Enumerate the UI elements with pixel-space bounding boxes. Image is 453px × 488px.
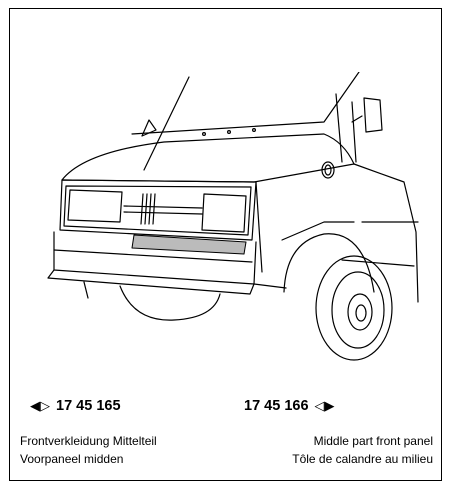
part-number-left-value: 17 45 165: [56, 398, 121, 414]
description-right: Middle part front panel Tôle de calandre…: [292, 432, 433, 468]
orientation-symbol-left: ◀▷: [30, 398, 50, 413]
highlighted-middle-panel: [131, 234, 247, 255]
van-front-illustration: [47, 72, 419, 361]
part-number-right: 17 45 166 ◁▶: [238, 398, 335, 414]
part-number-left: ◀▷ 17 45 165: [30, 398, 127, 414]
description-right-line-1: Middle part front panel: [313, 434, 433, 448]
description-left: Frontverkleidung Mittelteil Voorpaneel m…: [20, 432, 157, 468]
page-frame: [9, 8, 442, 481]
description-right-line-2: Tôle de calandre au milieu: [292, 452, 433, 466]
description-left-line-2: Voorpaneel midden: [20, 452, 124, 466]
orientation-symbol-right: ◁▶: [314, 398, 335, 413]
part-number-right-value: 17 45 166: [244, 398, 309, 414]
description-left-line-1: Frontverkleidung Mittelteil: [20, 434, 157, 448]
